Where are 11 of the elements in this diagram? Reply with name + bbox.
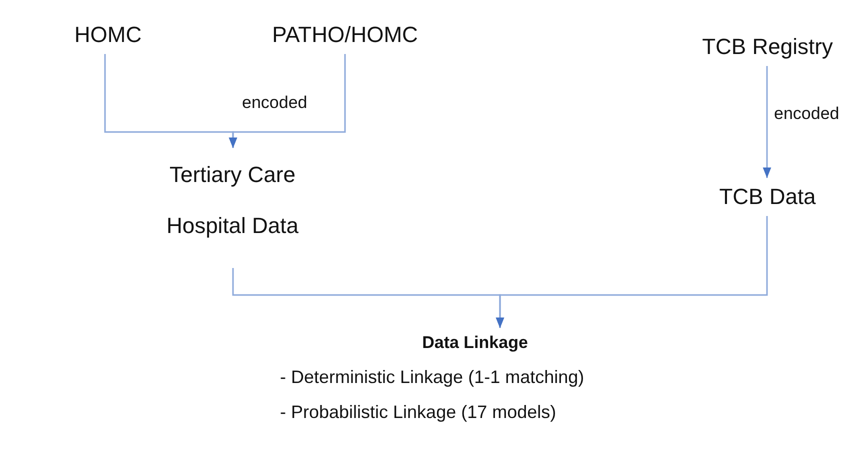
node-label: Tertiary Care Hospital Data bbox=[140, 150, 325, 266]
heading: Data Linkage bbox=[421, 332, 529, 354]
node-label: PATHO/HOMC bbox=[245, 18, 445, 52]
connector-arrow bbox=[496, 216, 768, 328]
node-label: HOMC bbox=[8, 18, 208, 52]
connector-arrow bbox=[762, 66, 772, 178]
node-label: TCB Registry bbox=[680, 30, 855, 64]
list-item: - Deterministic Linkage (1-1 matching) bbox=[280, 366, 586, 389]
node-label: TCB Data bbox=[695, 180, 840, 214]
connector-arrow bbox=[228, 54, 346, 148]
list-item: - Probabilistic Linkage (17 models) bbox=[280, 400, 558, 424]
